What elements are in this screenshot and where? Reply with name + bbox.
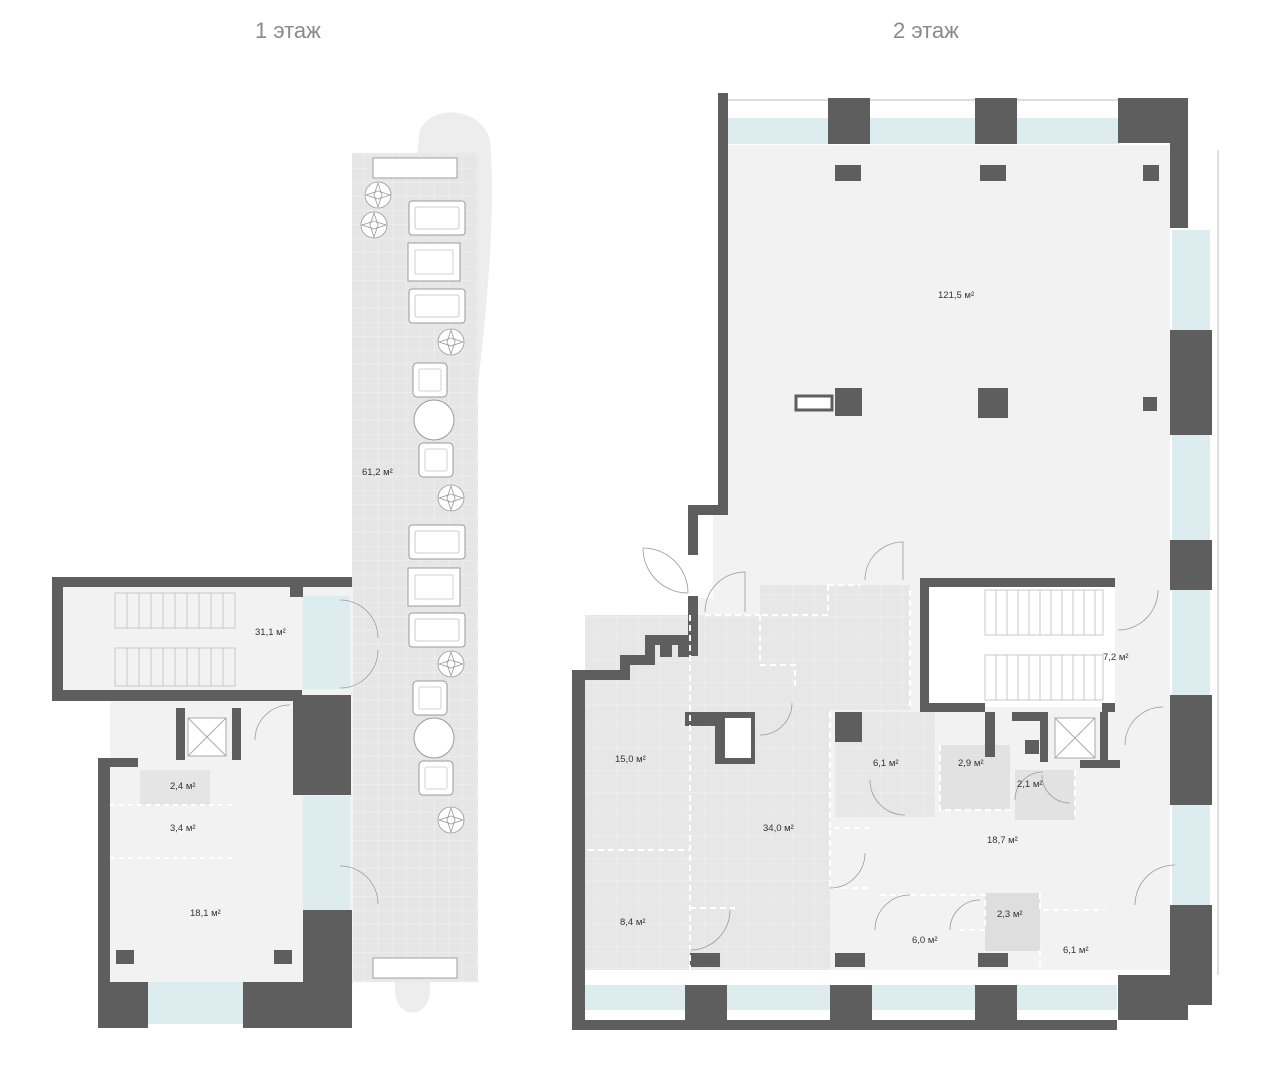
f2-stair-core [925,582,1115,707]
area-f2-150: 15,0 м² [615,754,646,765]
plant-icon [360,211,388,239]
plant-icon [364,181,392,209]
sofa-icon [408,288,466,324]
f2-glass-top [728,118,1120,144]
area-f2-340: 34,0 м² [763,823,794,834]
table-icon [407,242,461,282]
f1-walls [52,577,352,1028]
planter-top [372,157,458,179]
area-f2-72: 7,2 м² [1103,652,1129,663]
area-f2-23: 2,3 м² [997,909,1023,920]
plant-icon [437,650,465,678]
f1-room-24 [140,770,210,805]
sofa-icon [408,612,466,648]
f2-stairs [984,589,1104,701]
area-f2-84: 8,4 м² [620,917,646,928]
area-f2-main: 121,5 м² [938,290,974,301]
area-f2-29: 2,9 м² [958,758,984,769]
chair-icon [412,362,448,398]
area-f1-room-34: 3,4 м² [170,823,196,834]
f2-tile-23 [985,893,1040,951]
plant-icon [437,806,465,834]
chair-icon [418,760,454,796]
floor-2-title: 2 этаж [893,18,959,43]
area-f1-terrace: 61,2 м² [362,467,393,478]
area-f1-room-181: 18,1 м² [190,908,221,919]
planter-bottom [372,957,458,979]
f1-vestibule-glass [303,596,350,689]
area-f2-60: 6,0 м² [912,935,938,946]
round-table-icon [413,717,455,759]
f2-doors [642,541,1176,951]
floor-1-title: 1 этаж [255,18,321,43]
f2-tile-upper [760,585,910,710]
f1-stairs [114,592,236,687]
f2-tile-21 [1015,770,1075,820]
f1-window-glass [148,982,243,1024]
table-icon [407,567,461,607]
chair-icon [418,442,454,478]
plant-icon [437,328,465,356]
area-f2-61b: 6,1 м² [1063,945,1089,956]
area-f2-187: 18,7 м² [987,835,1018,846]
round-table-icon [413,399,455,441]
area-f1-hall: 31,1 м² [255,627,286,638]
f2-partitions [588,584,1105,970]
f1-vestibule-glass2 [303,796,350,911]
plant-icon [437,484,465,512]
area-f1-room-24: 2,4 м² [170,781,196,792]
f2-tile-150 [585,615,690,850]
chair-icon [412,680,448,716]
area-f2-21: 2,1 м² [1017,779,1043,790]
f2-tile-29 [940,745,1010,810]
area-f2-61a: 6,1 м² [873,758,899,769]
sofa-icon [408,524,466,560]
sofa-icon [408,200,466,236]
f2-tile-84 [585,850,690,970]
